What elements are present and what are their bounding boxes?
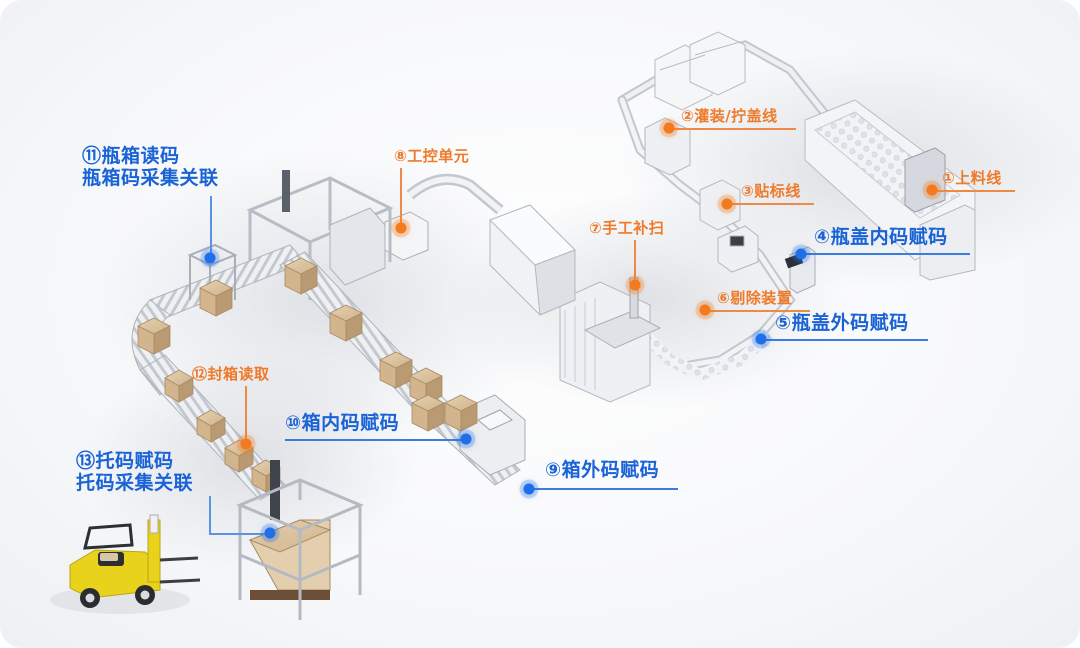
case-packer-area <box>246 170 662 403</box>
marker-dot-11[interactable] <box>204 252 216 264</box>
leader-line-12 <box>245 386 247 442</box>
marker-dot-7[interactable] <box>629 279 641 291</box>
leader-line-2 <box>670 128 796 130</box>
leader-line-13-vertical <box>209 496 211 533</box>
forklift-icon <box>50 514 201 614</box>
leader-line-3 <box>728 203 814 205</box>
leader-line-6 <box>706 310 810 312</box>
station-label-9: ⑨箱外码赋码 <box>545 459 660 481</box>
marker-dot-9[interactable] <box>523 483 535 495</box>
leader-line-8 <box>400 168 402 226</box>
carton-box-icon <box>137 257 478 493</box>
marker-dot-4[interactable] <box>795 248 807 260</box>
leader-line-1 <box>935 190 1015 192</box>
leader-line-13-horizontal <box>209 533 269 535</box>
marker-dot-1[interactable] <box>926 184 938 196</box>
leader-line-10 <box>285 439 465 441</box>
marker-dot-5[interactable] <box>755 333 767 345</box>
station-label-4: ④瓶盖内码赋码 <box>814 226 948 248</box>
marker-dot-13[interactable] <box>264 527 276 539</box>
station-label-7: ⑦手工补扫 <box>589 219 665 237</box>
leader-line-11 <box>210 196 212 256</box>
filling-machine <box>654 31 746 111</box>
leader-line-9 <box>530 488 678 490</box>
station-label-11: ⑪瓶箱读码 瓶箱码采集关联 <box>82 145 219 189</box>
infeed-table <box>804 99 976 281</box>
marker-dot-3[interactable] <box>721 198 733 210</box>
leader-line-7 <box>634 240 636 284</box>
marker-dot-12[interactable] <box>240 438 252 450</box>
station-label-1: ①上料线 <box>942 169 1002 187</box>
marker-dot-2[interactable] <box>663 122 675 134</box>
station-label-5: ⑤瓶盖外码赋码 <box>775 312 909 334</box>
leader-line-4 <box>802 253 970 255</box>
station-label-3: ③贴标线 <box>741 182 801 200</box>
station-label-2: ②灌装/拧盖线 <box>681 107 778 125</box>
marker-dot-6[interactable] <box>699 304 711 316</box>
station-label-8: ⑧工控单元 <box>394 147 470 165</box>
marker-dot-10[interactable] <box>460 433 472 445</box>
station-label-12: ⑫封箱读取 <box>192 365 270 383</box>
station-label-13: ⑬托码赋码 托码采集关联 <box>76 450 194 494</box>
station-label-10: ⑩箱内码赋码 <box>285 412 400 434</box>
station-label-6: ⑥剔除装置 <box>717 289 793 307</box>
leader-line-5 <box>762 339 928 341</box>
marker-dot-8[interactable] <box>395 222 407 234</box>
